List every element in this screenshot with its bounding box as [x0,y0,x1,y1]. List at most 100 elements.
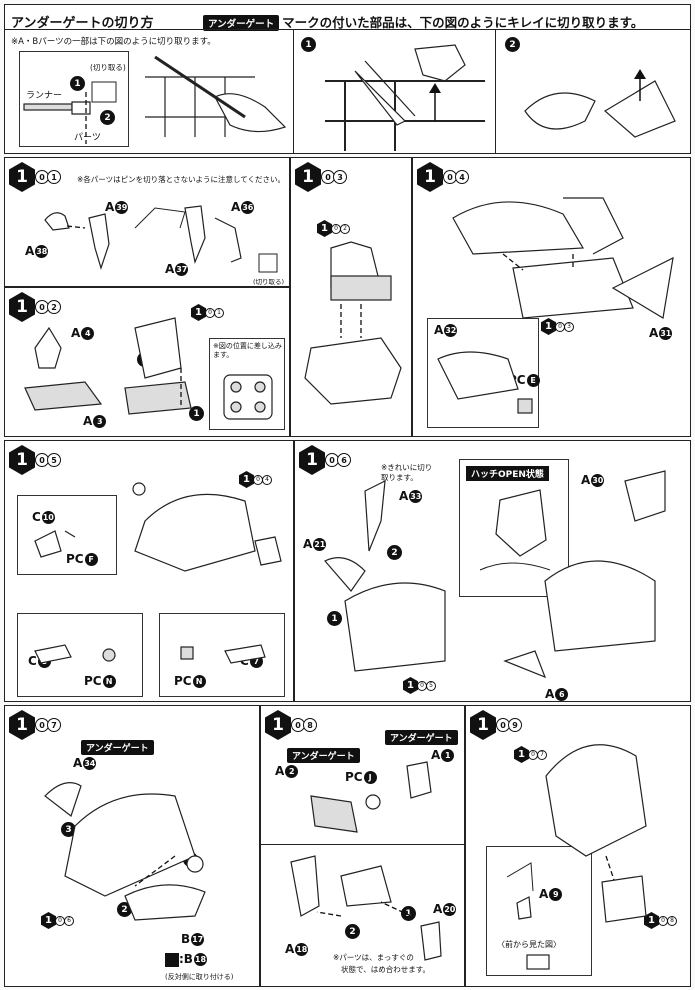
step-107-num-3: 3 [61,822,76,837]
instruction-text: マークの付いた部品は、下の図のようにキレイに切り取ります。 [282,15,644,30]
step-107-drawing [44,782,206,921]
step-102-num-1: 1 [189,406,204,421]
hatch-drawing [479,489,551,571]
hatch-open-inset: ハッチOPEN状態 [459,459,569,597]
step-2-marker: 2 [100,110,115,125]
runner-diagram: ランナー パーツ (切り取る) 1 2 [19,51,129,147]
cut-step-1-badge: 1 [301,37,316,52]
header-divider [5,29,690,30]
step-sub-2: 1 [47,170,61,184]
step-106-num-1: 1 [327,611,342,626]
step-108-num-2: 2 [345,924,360,939]
runner-gate-drawing [23,81,117,144]
step-107-note: (反対側に取り付ける) [165,973,234,981]
step-106-num-2: 2 [387,545,402,560]
step-105-panel: 1 05 104 C10 PCF C8 PCN PCN C7 [4,440,294,702]
cut-note: ※A・Bパーツの一部は下の図のように切り取ります。 [11,37,216,47]
header-instruction: アンダーゲートマークの付いた部品は、下の図のようにキレイに切り取ります。 [203,12,643,31]
mirror-icon [165,952,179,967]
step-107-undergate-tag: アンダーゲート [81,740,154,755]
hatch-open-label: ハッチOPEN状態 [466,466,549,481]
step-108-note-1: ※パーツは、まっすぐの [333,953,414,962]
runner-label: ランナー [26,91,63,101]
step-108-undergate-tag-left: アンダーゲート [287,748,360,763]
front-view-caption: 〈前から見た図〉 [497,940,561,949]
step-102-panel: 1 02 A4 A3 101 2 1 ※図の位置に差し込みます。 [4,287,290,437]
step-107-num-2: 2 [117,902,132,917]
page-title: アンダーゲートの切り方 [11,16,154,31]
step-108-note-2: 状態で、はめ合わせます。 [341,965,430,974]
step-105-drawing [34,482,282,664]
step-1-marker: 1 [70,76,85,91]
header-sep-1 [293,30,294,154]
step-109-drawing [545,744,647,923]
step-108-undergate-tag-right: アンダーゲート [385,730,458,745]
step-101-cut-label: (切り取る) [253,278,285,286]
insert-position-inset: ※図の位置に差し込みます。 [209,338,285,430]
step-103-panel: 1 03 102 C3 [290,157,412,437]
cut-label: (切り取る) [90,63,126,72]
header-sep-2 [495,30,496,154]
step-103-drawing [304,241,402,405]
step-106-note: ※きれいに切り取ります。 [381,463,433,482]
undergate-tag: アンダーゲート [203,15,280,31]
cut-step-2-badge: 2 [505,37,520,52]
nipper-cut-step-2 [524,69,676,138]
step-101-note: ※各パーツはピンを切り落とさないように注意してください。 [77,175,286,184]
step-108-drawing [290,761,442,961]
parts-label: パーツ [74,133,101,143]
a32-drawing [437,351,533,414]
runner-cut-illustration [145,55,287,137]
front-view-drawing [506,862,550,970]
header-panel: アンダーゲートの切り方 アンダーゲートマークの付いた部品は、下の図のようにキレイ… [4,4,691,154]
step-101-drawing [44,205,278,273]
step-106-drawing [324,470,666,679]
step-108-num-1: 1 [401,906,416,921]
step-108-divider [261,844,464,845]
